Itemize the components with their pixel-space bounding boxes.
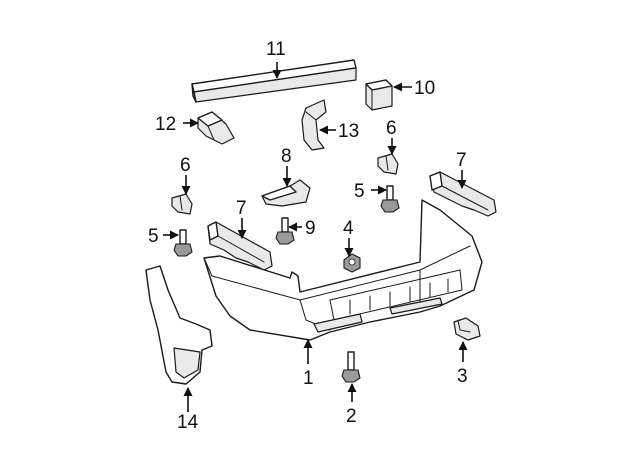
part-11-reinforcement-illustration [191,59,357,103]
part-1-bumper-cover-illustration [203,199,483,341]
callout-11: 11 [266,39,286,60]
callout-2: 2 [346,406,357,427]
part-10-bracket-illustration [365,79,393,111]
part-5-left-bolt-illustration [173,229,193,257]
callout-5-left: 5 [148,226,159,247]
part-6-right-bracket-illustration [377,153,399,175]
part-14-mud-flap-illustration [145,265,213,385]
callout-8: 8 [281,146,292,167]
callout-6-left: 6 [180,155,191,176]
callout-14: 14 [177,412,199,433]
part-12-bracket-illustration [197,111,235,145]
callout-7-left: 7 [236,198,247,219]
part-2-bolt-illustration [341,351,361,383]
callout-9: 9 [305,218,316,239]
callout-3: 3 [457,366,468,387]
callout-13: 13 [338,121,359,142]
part-5-right-bolt-illustration [380,185,400,213]
callout-4: 4 [343,218,354,239]
callout-12: 12 [155,114,176,135]
callout-7-right: 7 [456,150,467,171]
callout-labels: 11 10 12 13 6 7 6 8 5 7 9 4 5 1 3 2 14 [148,39,468,433]
part-8-support-illustration [261,179,311,207]
part-6-left-bracket-illustration [171,193,193,215]
callout-arrows [163,62,468,412]
callout-1: 1 [303,368,314,389]
part-4-nut-illustration [343,253,361,273]
part-7-right-retainer-illustration [429,171,497,217]
part-13-bracket-illustration [301,99,327,151]
part-3-sensor-illustration [453,317,481,341]
callout-5-right: 5 [354,181,365,202]
callout-6-right: 6 [386,118,397,139]
callout-10: 10 [414,78,435,99]
part-9-bolt-illustration [275,217,295,245]
